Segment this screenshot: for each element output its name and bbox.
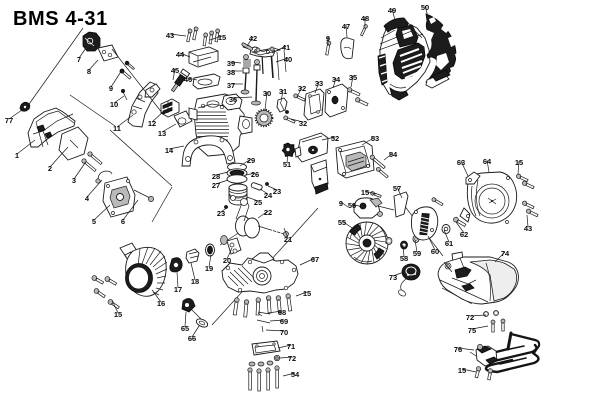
svg-text:50: 50 [421, 3, 429, 12]
svg-text:57: 57 [393, 184, 401, 193]
svg-text:20: 20 [223, 256, 231, 265]
svg-text:16: 16 [157, 299, 165, 308]
svg-text:46: 46 [184, 75, 192, 84]
svg-text:51: 51 [283, 160, 291, 169]
svg-text:56: 56 [348, 201, 356, 210]
svg-text:72: 72 [288, 354, 296, 363]
svg-text:13: 13 [158, 129, 166, 138]
svg-text:49: 49 [388, 6, 396, 15]
svg-text:63: 63 [457, 158, 465, 167]
svg-text:59: 59 [413, 249, 421, 258]
svg-text:45: 45 [171, 66, 179, 75]
svg-text:24: 24 [264, 191, 273, 200]
svg-text:76: 76 [454, 345, 462, 354]
svg-text:71: 71 [287, 342, 295, 351]
svg-text:64: 64 [483, 157, 492, 166]
svg-text:42: 42 [249, 34, 257, 43]
svg-text:69: 69 [280, 317, 288, 326]
svg-text:9: 9 [109, 84, 113, 93]
svg-text:60: 60 [431, 247, 439, 256]
svg-text:67: 67 [311, 255, 319, 264]
svg-text:22: 22 [264, 208, 272, 217]
svg-text:38: 38 [227, 68, 235, 77]
svg-text:47: 47 [342, 22, 350, 31]
svg-text:61: 61 [445, 239, 453, 248]
svg-text:25: 25 [254, 198, 262, 207]
svg-text:17: 17 [174, 285, 182, 294]
svg-text:9: 9 [339, 199, 343, 208]
svg-text:6: 6 [121, 217, 125, 226]
svg-text:77: 77 [5, 116, 13, 125]
svg-text:37: 37 [227, 81, 235, 90]
svg-text:43: 43 [166, 31, 174, 40]
svg-text:36: 36 [229, 95, 237, 104]
svg-text:66: 66 [188, 334, 196, 343]
svg-text:54: 54 [389, 150, 398, 159]
svg-text:18: 18 [191, 277, 199, 286]
svg-text:14: 14 [165, 146, 174, 155]
svg-text:27: 27 [212, 181, 220, 190]
svg-text:4: 4 [85, 194, 90, 203]
svg-text:65: 65 [181, 324, 189, 333]
svg-text:32: 32 [299, 119, 307, 128]
svg-text:32: 32 [298, 84, 306, 93]
svg-text:3: 3 [72, 176, 76, 185]
svg-text:BMS 4-31: BMS 4-31 [13, 8, 108, 30]
svg-text:33: 33 [315, 79, 323, 88]
svg-text:58: 58 [400, 254, 408, 263]
svg-text:15: 15 [114, 310, 122, 319]
svg-text:15: 15 [218, 33, 226, 42]
svg-text:62: 62 [460, 230, 468, 239]
svg-text:73: 73 [389, 273, 397, 282]
svg-text:15: 15 [515, 158, 523, 167]
svg-text:23: 23 [273, 187, 281, 196]
svg-text:7: 7 [77, 55, 81, 64]
svg-text:15: 15 [361, 188, 369, 197]
svg-text:21: 21 [284, 235, 292, 244]
svg-text:53: 53 [371, 134, 379, 143]
svg-text:15: 15 [458, 366, 466, 375]
svg-text:55: 55 [338, 218, 346, 227]
svg-text:11: 11 [113, 124, 121, 133]
svg-text:68: 68 [278, 308, 286, 317]
svg-text:26: 26 [251, 170, 259, 179]
svg-text:1: 1 [15, 151, 19, 160]
svg-text:35: 35 [349, 73, 357, 82]
svg-text:23: 23 [217, 209, 225, 218]
svg-text:43: 43 [524, 224, 532, 233]
svg-text:72: 72 [466, 313, 474, 322]
svg-text:30: 30 [263, 89, 271, 98]
svg-text:40: 40 [284, 55, 292, 64]
svg-text:48: 48 [361, 14, 369, 23]
svg-text:10: 10 [110, 100, 118, 109]
svg-text:39: 39 [227, 59, 235, 68]
svg-text:44: 44 [176, 50, 185, 59]
svg-text:54: 54 [291, 370, 300, 379]
svg-text:28: 28 [212, 172, 220, 181]
svg-text:41: 41 [282, 43, 290, 52]
svg-text:29: 29 [247, 156, 255, 165]
svg-text:2: 2 [48, 164, 52, 173]
svg-text:34: 34 [332, 75, 341, 84]
svg-text:31: 31 [279, 87, 287, 96]
svg-text:8: 8 [87, 67, 91, 76]
svg-text:5: 5 [92, 217, 96, 226]
svg-text:12: 12 [148, 119, 156, 128]
svg-text:9: 9 [326, 34, 330, 43]
svg-text:74: 74 [501, 249, 510, 258]
svg-text:52: 52 [331, 134, 339, 143]
svg-text:19: 19 [205, 264, 213, 273]
svg-text:70: 70 [280, 328, 288, 337]
svg-text:15: 15 [303, 289, 311, 298]
svg-text:75: 75 [468, 326, 476, 335]
